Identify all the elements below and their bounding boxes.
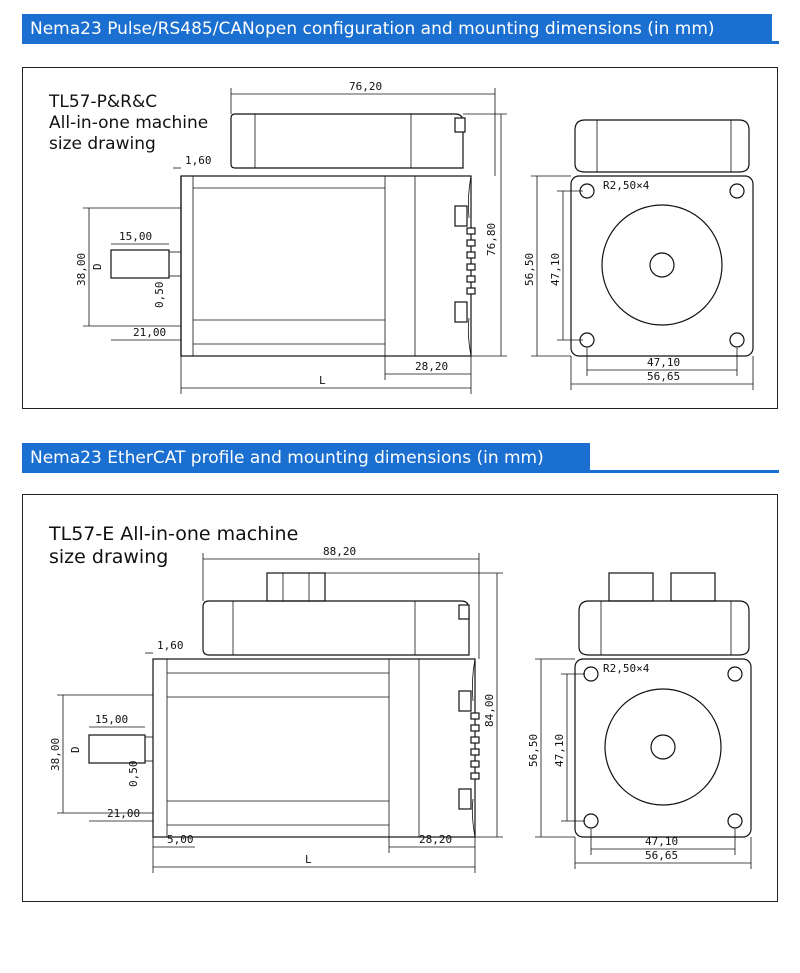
dim-total-length: 88,20	[323, 545, 356, 558]
dim-flange: 1,60	[157, 639, 184, 652]
key-label: D	[91, 263, 104, 270]
front-view: R2,50×4 47,10 56,50 47,10 56,65	[527, 572, 752, 869]
section1-drawing-panel: TL57-P&R&C All-in-one machine size drawi…	[22, 67, 778, 409]
dim-face-size-v: 56,50	[527, 734, 540, 767]
dim-total-height: 76,80	[485, 223, 498, 256]
section1-heading: Nema23 Pulse/RS485/CANopen configuration…	[22, 14, 772, 44]
dim-hole-spacing-h: 47,10	[647, 356, 680, 369]
dim-shaft-key: 15,00	[95, 713, 128, 726]
dim-face-size-h: 56,65	[647, 370, 680, 383]
dim-corner-radius: R2,50×4	[603, 662, 650, 675]
dim-face-size-v: 56,50	[523, 253, 536, 286]
dim-shaft-height: 38,00	[49, 738, 62, 771]
dim-shaft-length: 21,00	[133, 326, 166, 339]
dim-total-height: 84,00	[483, 694, 496, 727]
section1-banner: Nema23 Pulse/RS485/CANopen configuration…	[22, 14, 779, 44]
side-view	[88, 572, 480, 838]
dim-shaft-height: 38,00	[75, 253, 88, 286]
dim-face-size-h: 56,65	[645, 849, 678, 862]
dim-total-length: 76,20	[349, 80, 382, 93]
dim-boss: 5,00	[167, 833, 194, 846]
side-dimensions: 76,20 1,60 15,00 38,00 D 0,50 21,00 L 28…	[75, 80, 507, 394]
dim-shaft-length: 21,00	[107, 807, 140, 820]
section2-drawing: 88,20 1,60 15,00 38,00 D 0,50 21,00 5,00…	[49, 545, 752, 873]
dim-cover-depth: 28,20	[415, 360, 448, 373]
dim-key-depth: 0,50	[127, 761, 140, 788]
side-dimensions: 88,20 1,60 15,00 38,00 D 0,50 21,00 5,00…	[49, 545, 503, 873]
dim-shaft-key: 15,00	[119, 230, 152, 243]
section1-drawing: 76,20 1,60 15,00 38,00 D 0,50 21,00 L 28…	[75, 80, 754, 394]
dim-cover-depth: 28,20	[419, 833, 452, 846]
dim-hole-spacing-h: 47,10	[645, 835, 678, 848]
section2-caption: TL57-E All-in-one machine size drawing	[49, 523, 299, 568]
dim-corner-radius: R2,50×4	[603, 179, 650, 192]
section2-heading: Nema23 EtherCAT profile and mounting dim…	[22, 443, 590, 473]
dim-body-length: L	[305, 853, 312, 866]
dim-hole-spacing-v: 47,10	[549, 253, 562, 286]
side-view	[110, 113, 476, 357]
dim-body-length: L	[319, 374, 326, 387]
section1-caption: TL57-P&R&C All-in-one machine size drawi…	[49, 92, 209, 154]
dim-flange: 1,60	[185, 154, 212, 167]
section2-banner: Nema23 EtherCAT profile and mounting dim…	[22, 443, 779, 473]
dim-hole-spacing-v: 47,10	[553, 734, 566, 767]
front-view: R2,50×4 47,10 56,50 47,10 56,65	[523, 119, 754, 390]
key-label: D	[69, 746, 82, 753]
dim-key-depth: 0,50	[153, 282, 166, 309]
section2-drawing-panel: TL57-E All-in-one machine size drawing	[22, 494, 778, 902]
